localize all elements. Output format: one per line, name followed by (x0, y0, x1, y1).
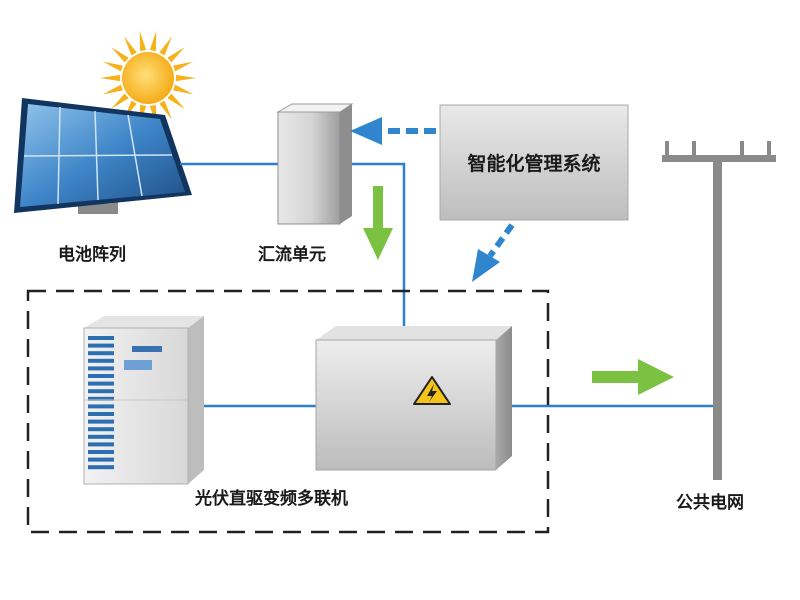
green-arrow-down (363, 186, 393, 260)
utility-pole (662, 141, 776, 480)
wire-combiner-to-inverter (340, 162, 406, 336)
management-system-box (439, 104, 629, 221)
inverter-box (315, 326, 512, 471)
connection-wires (180, 162, 717, 408)
high-voltage-warning-icon (413, 376, 451, 405)
combiner-unit-label: 汇流单元 (258, 245, 326, 265)
solar-array-label: 电池阵列 (58, 245, 126, 265)
dashed-arrow-to-inverter (472, 223, 515, 282)
combiner-unit (276, 103, 354, 225)
management-system-label: 智能化管理系统 (467, 153, 601, 175)
ac-unit-label: 光伏直驱变频多联机 (195, 489, 348, 509)
ac-outdoor-unit (83, 316, 204, 485)
ac-system-dashed-frame (26, 289, 550, 534)
dashed-arrow-to-combiner (350, 117, 436, 145)
public-grid-label: 公共电网 (676, 493, 744, 513)
green-arrow-right (592, 359, 674, 395)
solar-panel-array (14, 98, 192, 214)
